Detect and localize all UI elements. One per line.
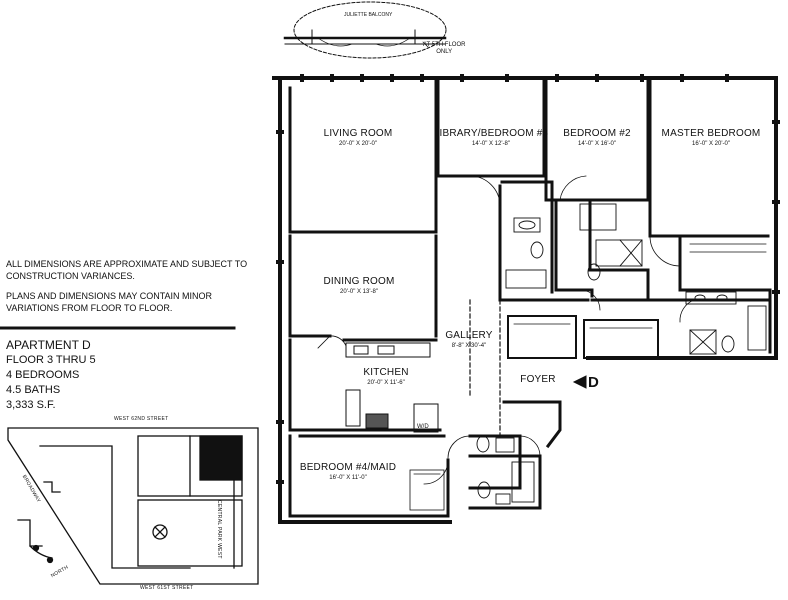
closet-details — [409, 243, 767, 511]
room-kitchen-name: KITCHEN — [363, 367, 409, 378]
room-dining-dims: 20'-0" X 13'-8" — [340, 289, 378, 295]
room-bedroom4: BEDROOM #4/MAID 16'-0" X 11'-0" — [300, 462, 396, 482]
key-plan — [7, 427, 259, 585]
room-bedroom4-dims: 16'-0" X 11'-0" — [329, 475, 367, 481]
room-bedroom4-name: BEDROOM #4/MAID — [299, 462, 397, 473]
room-living-name: LIVING ROOM — [323, 128, 393, 139]
kitchen-counters — [345, 342, 439, 433]
note-line1: ALL DIMENSIONS ARE APPROXIMATE AND SUBJE… — [6, 259, 248, 269]
room-bedroom2-dims: 14'-0" X 16'-0" — [578, 141, 616, 147]
room-kitchen: KITCHEN 20'-0" X 11'-6" — [363, 367, 408, 387]
keyplan-north-street: WEST 62ND STREET — [114, 416, 169, 422]
apartment-area: 3,333 S.F. — [6, 399, 56, 411]
room-gallery: GALLERY 8'-8" X 30'-4" — [445, 330, 492, 350]
keyplan-south-street: WEST 61ST STREET — [140, 585, 194, 591]
room-bedroom2: BEDROOM #2 14'-0" X 16'-0" — [563, 128, 631, 148]
note-line3: PLANS AND DIMENSIONS MAY CONTAIN MINOR — [6, 291, 213, 301]
room-library-dims: 14'-0" X 12'-8" — [472, 141, 510, 147]
apartment-floors: FLOOR 3 THRU 5 — [6, 354, 96, 366]
room-foyer: FOYER — [520, 374, 555, 386]
apartment-info: APARTMENT D FLOOR 3 THRU 5 4 BEDROOMS 4.… — [6, 338, 96, 413]
note-line4: VARIATIONS FROM FLOOR TO FLOOR. — [6, 303, 173, 313]
apartment-baths: 4.5 BATHS — [6, 384, 61, 396]
window-marks — [276, 74, 780, 484]
entry-marker: D — [588, 374, 599, 391]
dimension-notes: ALL DIMENSIONS ARE APPROXIMATE AND SUBJE… — [6, 258, 247, 314]
keyplan-east-street: CENTRAL PARK WEST — [216, 500, 222, 559]
balcony-floor-note-line1: AT 5TH FLOOR — [423, 42, 466, 48]
balcony-label: JULIETTE BALCONY — [344, 12, 393, 18]
entry-arrow — [572, 375, 587, 389]
room-gallery-dims: 8'-8" X 30'-4" — [451, 343, 487, 349]
balcony-floor-note-line2: ONLY — [436, 49, 453, 55]
juliette-balcony — [283, 1, 447, 59]
room-master: MASTER BEDROOM 16'-0" X 20'-0" — [662, 128, 761, 148]
room-library-name: LIBRARY/BEDROOM #3 — [433, 128, 549, 139]
room-dining-name: DINING ROOM — [323, 276, 395, 287]
balcony-floor-note: AT 5TH FLOOR ONLY — [423, 42, 465, 56]
room-kitchen-dims: 20'-0" X 11'-6" — [367, 380, 405, 386]
room-dining: DINING ROOM 20'-0" X 13'-8" — [323, 276, 394, 296]
note-line2: CONSTRUCTION VARIANCES. — [6, 271, 135, 281]
room-living-dims: 20'-0" X 20'-0" — [339, 141, 377, 147]
exterior-walls — [272, 76, 778, 524]
room-gallery-name: GALLERY — [445, 330, 493, 341]
room-bedroom2-name: BEDROOM #2 — [563, 128, 631, 139]
room-master-name: MASTER BEDROOM — [661, 128, 761, 139]
dashed-openings — [435, 179, 501, 441]
apartment-title: APARTMENT D — [6, 338, 91, 352]
apartment-bedrooms: 4 BEDROOMS — [6, 369, 80, 381]
room-foyer-name: FOYER — [520, 374, 556, 385]
washer-dryer-label: W/D — [417, 424, 429, 430]
room-master-dims: 16'-0" X 20'-0" — [692, 141, 730, 147]
bath-fixtures — [476, 203, 767, 505]
door-swings — [317, 175, 695, 485]
room-library: LIBRARY/BEDROOM #3 14'-0" X 12'-8" — [434, 128, 549, 148]
room-living: LIVING ROOM 20'-0" X 20'-0" — [324, 128, 393, 148]
